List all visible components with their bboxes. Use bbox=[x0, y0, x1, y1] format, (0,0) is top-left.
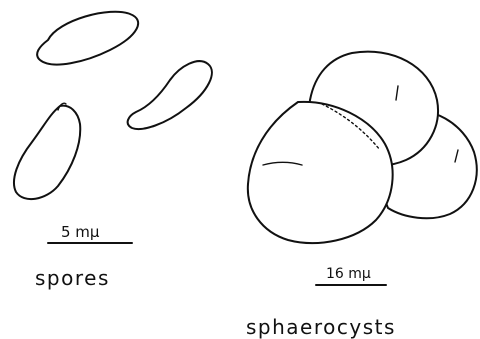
spores-group: 5 mμ spores bbox=[14, 12, 212, 290]
sphaerocysts-group: 16 mμ sphaerocysts bbox=[246, 52, 477, 339]
spore-2 bbox=[14, 106, 80, 199]
sphaerocysts-caption: sphaerocysts bbox=[246, 315, 396, 339]
spores-caption: spores bbox=[35, 266, 110, 290]
spores-scale-label: 5 mμ bbox=[61, 223, 100, 241]
sphaerocysts-scale-label: 16 mμ bbox=[326, 266, 371, 282]
spore-1 bbox=[37, 12, 138, 65]
spore-3 bbox=[128, 61, 212, 129]
